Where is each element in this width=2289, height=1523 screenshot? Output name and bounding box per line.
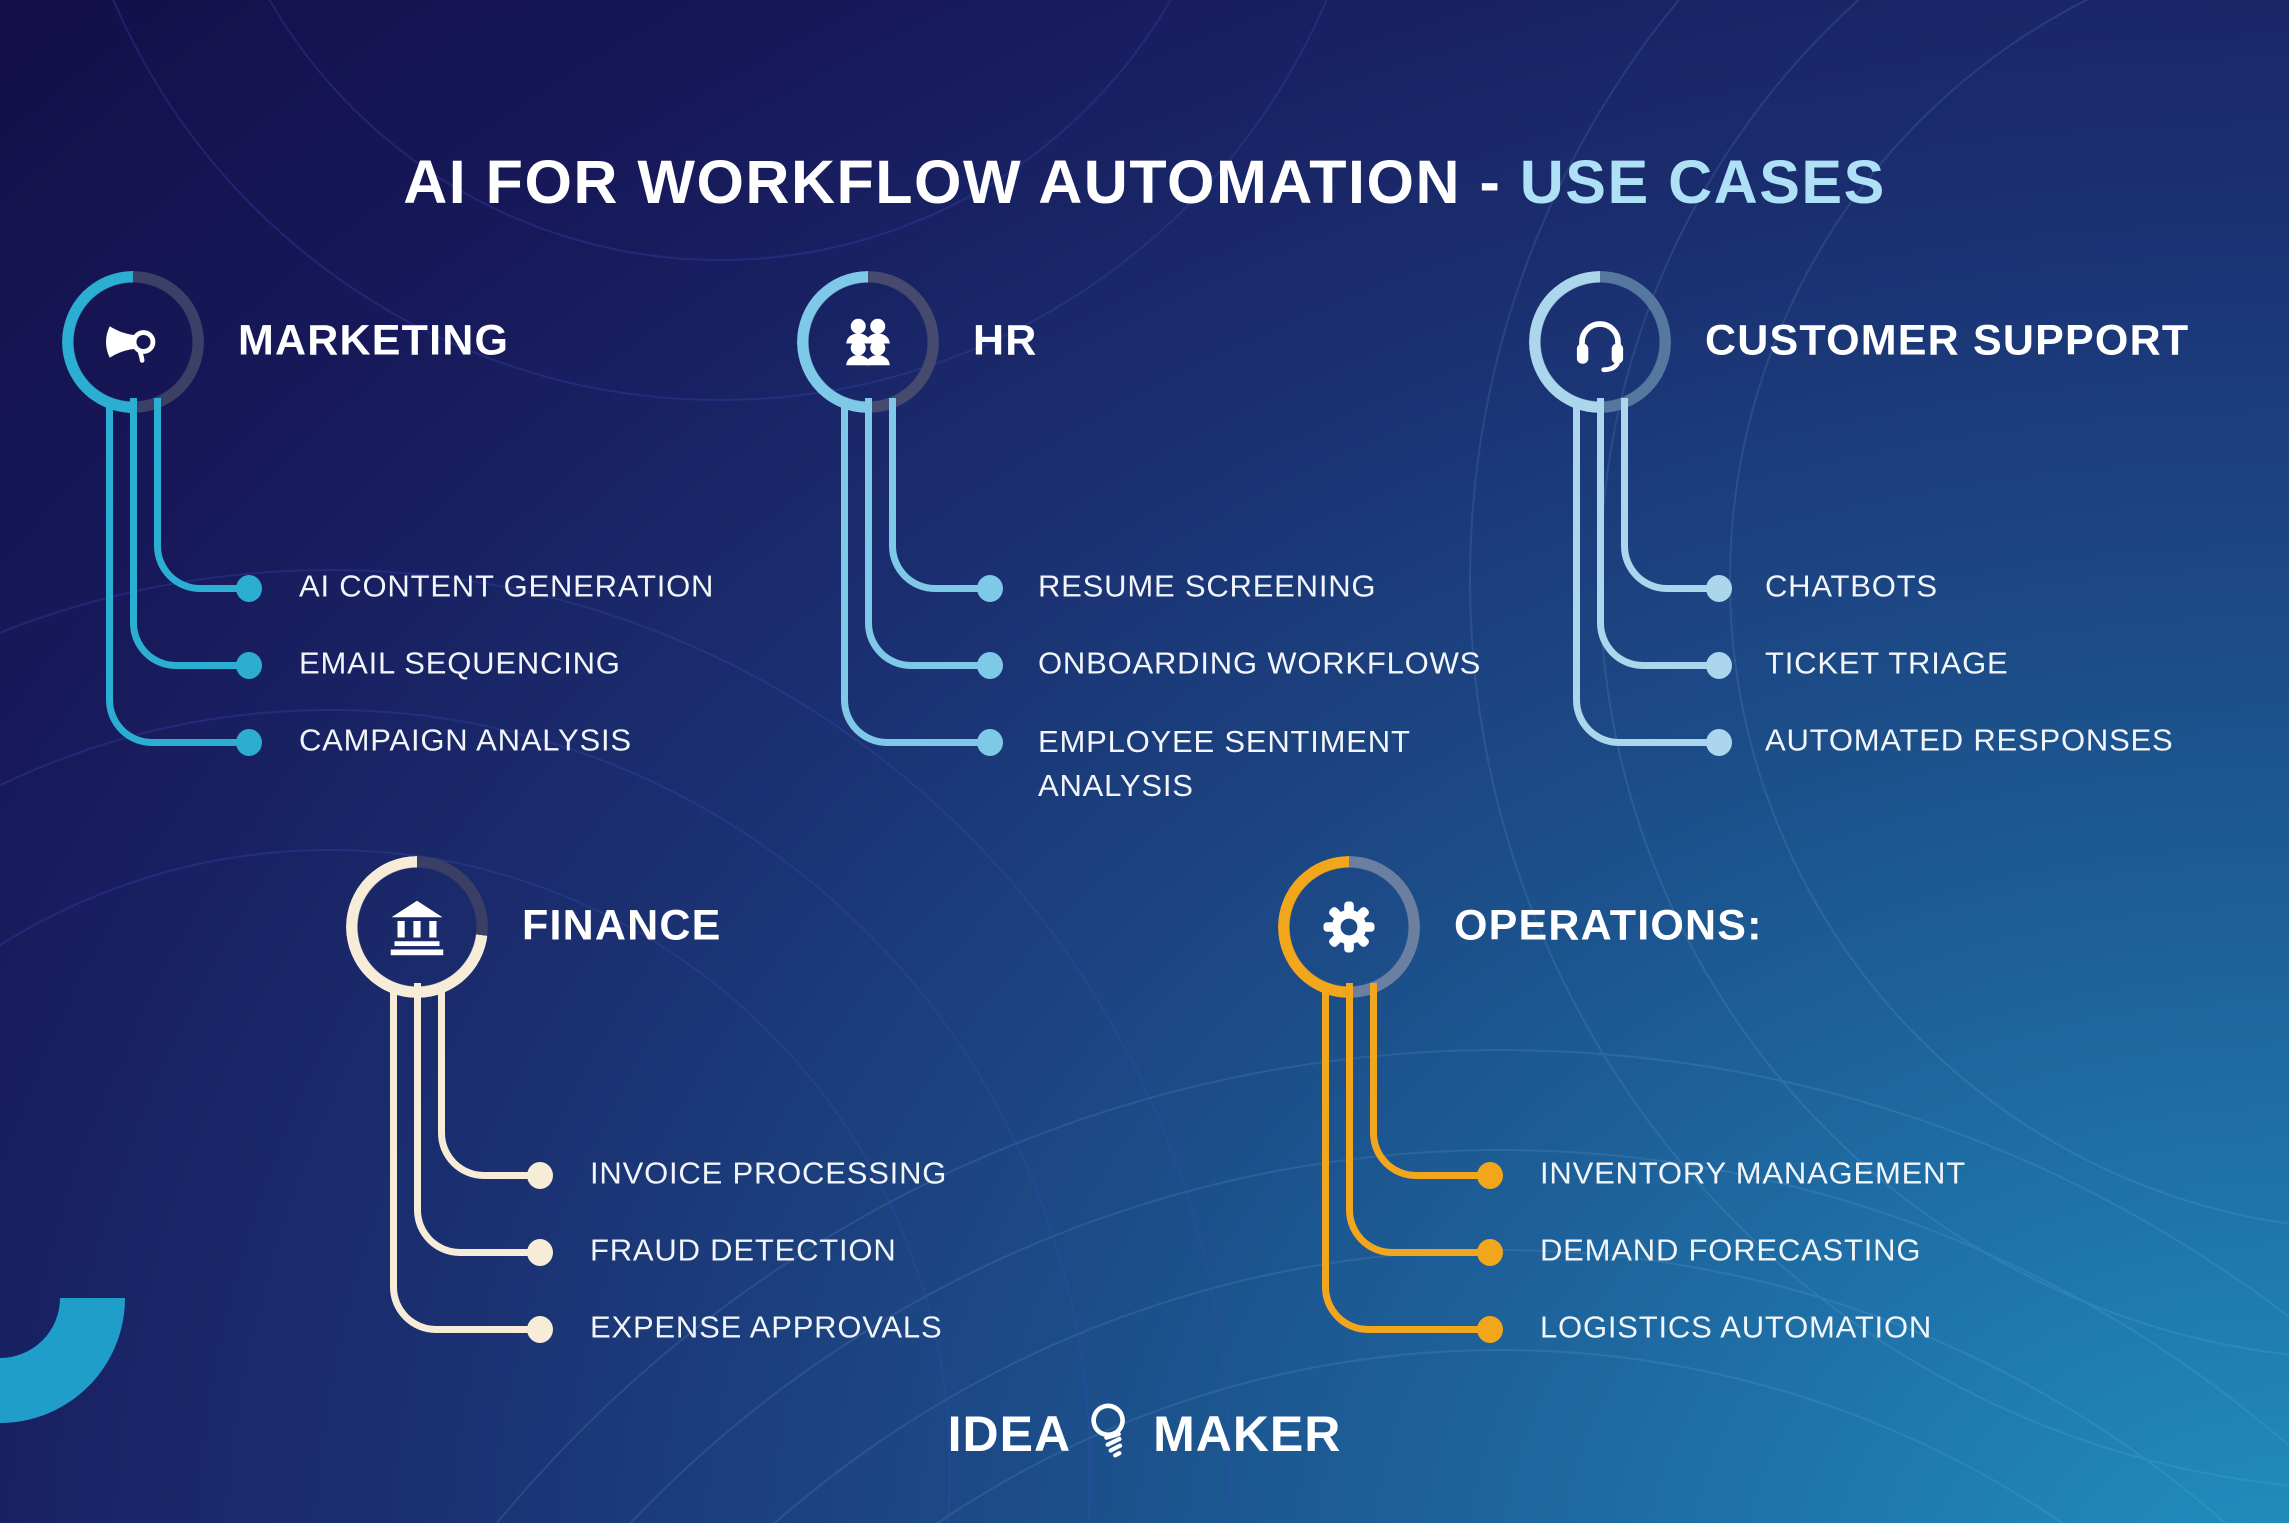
list-item: EMPLOYEE SENTIMENT ANALYSIS <box>1038 724 1411 803</box>
list-item: INVOICE PROCESSING <box>590 1155 948 1191</box>
logo-text-right: MAKER <box>1153 1406 1342 1462</box>
corner-arc <box>0 1298 125 1423</box>
list-item: INVENTORY MANAGEMENT <box>1540 1155 1966 1191</box>
gear-icon <box>1323 901 1375 953</box>
title-highlight: USE CASES <box>1519 147 1886 216</box>
section-title-finance: FINANCE <box>522 901 722 950</box>
connector <box>888 398 990 592</box>
list-item: TICKET TRIAGE <box>1765 645 2009 681</box>
connector <box>840 398 990 746</box>
bullet-dot <box>977 728 1003 756</box>
bullet-dot <box>527 1238 553 1266</box>
bullet-dot <box>1477 1161 1503 1189</box>
idea-maker-logo: IDEA MAKER <box>0 1396 2289 1472</box>
list-item: EXPENSE APPROVALS <box>590 1309 943 1345</box>
bullet-dot <box>236 574 262 602</box>
megaphone-icon <box>106 326 156 363</box>
list-item: ONBOARDING WORKFLOWS <box>1038 645 1482 681</box>
list-item: EMAIL SEQUENCING <box>299 645 621 681</box>
bullet-dot <box>1706 728 1732 756</box>
bullet-dot <box>236 728 262 756</box>
connector <box>1345 983 1490 1256</box>
connector <box>1321 983 1490 1333</box>
bank-icon <box>390 900 444 956</box>
bullet-dot <box>977 651 1003 679</box>
list-item: AUTOMATED RESPONSES <box>1765 722 2174 758</box>
section-title-customer-support: CUSTOMER SUPPORT <box>1705 316 2190 365</box>
lightbulb-icon <box>1091 1403 1125 1458</box>
connector <box>1572 398 1719 746</box>
bullet-dot <box>1477 1315 1503 1343</box>
bullet-dot <box>1706 574 1732 602</box>
bullet-dot <box>977 574 1003 602</box>
people-icon <box>846 318 890 366</box>
connector <box>437 983 540 1179</box>
customer-support-circle <box>1529 271 1671 413</box>
list-item: AI CONTENT GENERATION <box>299 568 715 604</box>
section-title-operations: OPERATIONS: <box>1454 901 1763 950</box>
connector <box>1596 398 1719 669</box>
bullet-dot <box>236 651 262 679</box>
logo-text-left: IDEA <box>947 1406 1072 1462</box>
connector <box>153 398 249 592</box>
bullet-dot <box>1477 1238 1503 1266</box>
connector <box>413 983 540 1256</box>
list-item: LOGISTICS AUTOMATION <box>1540 1309 1933 1345</box>
title-main: AI FOR WORKFLOW AUTOMATION - <box>403 147 1520 216</box>
connector <box>1620 398 1719 592</box>
bullet-dot <box>527 1315 553 1343</box>
connector <box>864 398 990 669</box>
bullet-dot <box>527 1161 553 1189</box>
list-item: RESUME SCREENING <box>1038 568 1377 604</box>
list-item: FRAUD DETECTION <box>590 1232 897 1268</box>
section-title-marketing: MARKETING <box>238 316 510 365</box>
list-item: CHATBOTS <box>1765 568 1938 604</box>
connector <box>105 398 249 746</box>
list-item: DEMAND FORECASTING <box>1540 1232 1922 1268</box>
connector <box>1369 983 1490 1179</box>
bullet-dot <box>1706 651 1732 679</box>
headset-icon <box>1576 321 1624 373</box>
section-title-hr: HR <box>973 316 1038 365</box>
connector <box>389 983 540 1333</box>
page-title: AI FOR WORKFLOW AUTOMATION - USE CASES <box>0 147 2289 217</box>
connector <box>129 398 249 669</box>
list-item: CAMPAIGN ANALYSIS <box>299 722 632 758</box>
